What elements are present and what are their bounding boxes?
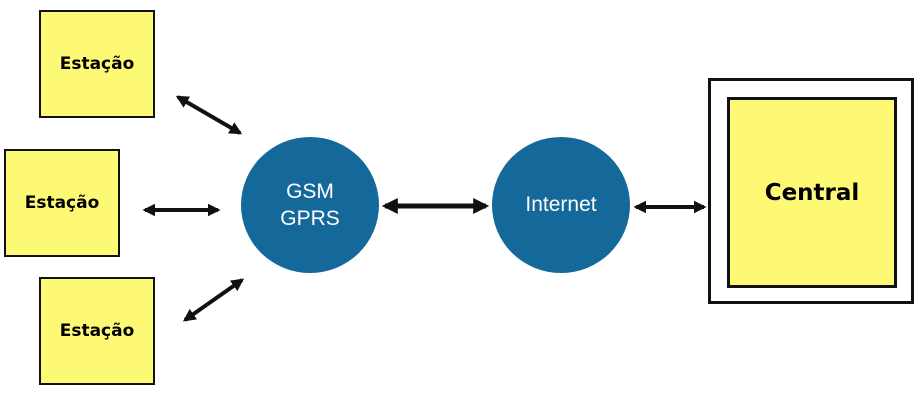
- central-box: Central: [727, 97, 897, 288]
- gsm-gprs-label: GSM GPRS: [280, 178, 340, 232]
- station-box-bottom: Estação: [39, 277, 155, 385]
- gsm-gprs-node: GSM GPRS: [241, 137, 379, 273]
- station-label: Estação: [24, 193, 100, 213]
- gprs-label: GPRS: [280, 207, 340, 230]
- gsm-label: GSM: [286, 180, 334, 203]
- internet-node: Internet: [492, 137, 630, 273]
- arrow-station-bottom-gsm: [182, 278, 245, 322]
- station-box-middle: Estação: [4, 149, 120, 257]
- internet-label: Internet: [525, 193, 597, 216]
- station-box-top: Estação: [39, 10, 155, 118]
- station-label: Estação: [59, 321, 135, 341]
- arrow-station-top-gsm: [175, 95, 243, 135]
- central-label: Central: [764, 179, 860, 206]
- station-label: Estação: [59, 54, 135, 74]
